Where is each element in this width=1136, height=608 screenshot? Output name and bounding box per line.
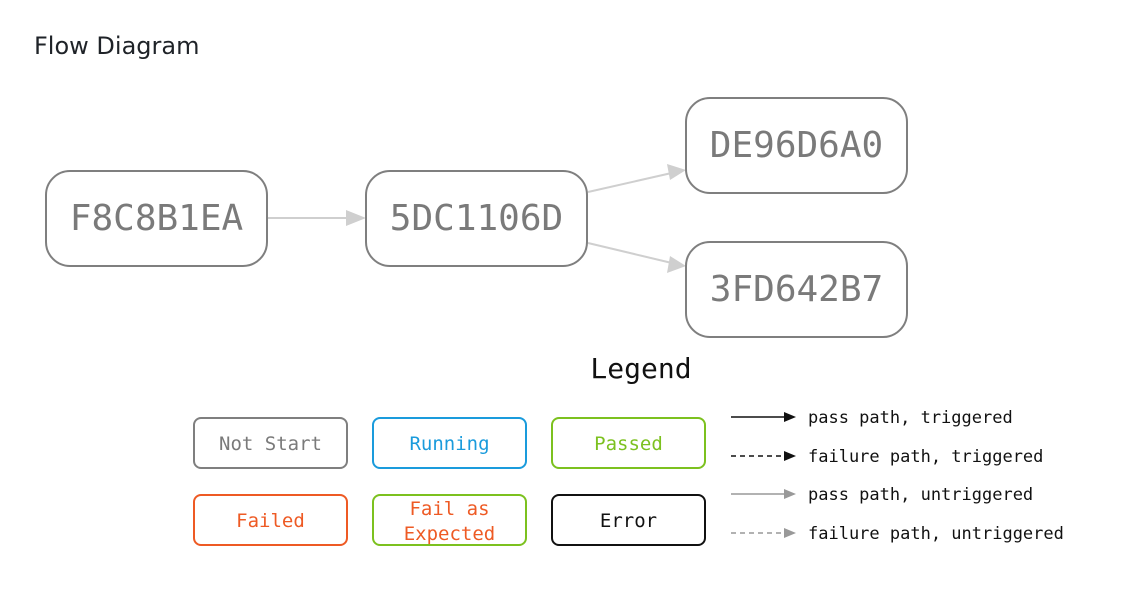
legend-status-running: Running <box>372 417 527 469</box>
edge-arrowhead <box>667 164 686 180</box>
edge-5dc1106d-to-3fd642b7 <box>587 242 677 265</box>
legend-status-label: Not Start <box>219 433 322 455</box>
legend-status-label-line2: Expected <box>404 523 496 545</box>
legend-status-label-line1: Fail as <box>409 498 489 520</box>
page-title: Flow Diagram <box>34 32 200 60</box>
legend-status-not-start: Not Start <box>193 417 348 469</box>
node-label: 3FD642B7 <box>710 269 883 310</box>
legend-path-label: pass path, triggered <box>808 408 1013 428</box>
diagram-node-de96d6a0[interactable]: DE96D6A0 <box>685 97 908 194</box>
legend-path-label: failure path, untriggered <box>808 524 1064 544</box>
legend-path-label: pass path, untriggered <box>808 485 1033 505</box>
node-label: 5DC1106D <box>390 198 563 239</box>
legend-status-error: Error <box>551 494 706 546</box>
edge-5dc1106d-to-de96d6a0 <box>587 171 677 193</box>
legend-path-failure-triggered: failure path, triggered <box>731 447 1043 467</box>
diagram-node-3fd642b7[interactable]: 3FD642B7 <box>685 241 908 338</box>
legend-path-label: failure path, triggered <box>808 447 1043 467</box>
legend-status-passed: Passed <box>551 417 706 469</box>
edge-arrowhead <box>346 210 366 226</box>
legend-status-label: Passed <box>594 433 663 455</box>
diagram-edges <box>268 164 686 273</box>
legend-path-pass-untriggered: pass path, untriggered <box>731 485 1033 505</box>
legend-path-failure-untriggered: failure path, untriggered <box>731 524 1064 544</box>
diagram-node-5dc1106d[interactable]: 5DC1106D <box>365 170 588 267</box>
edge-arrowhead <box>667 256 686 273</box>
legend-status-label: Running <box>409 433 489 455</box>
node-label: F8C8B1EA <box>70 198 244 239</box>
legend-path-pass-triggered: pass path, triggered <box>731 408 1013 428</box>
diagram-node-f8c8b1ea[interactable]: F8C8B1EA <box>45 170 268 267</box>
legend-status-label: Failed <box>236 510 305 532</box>
node-label: DE96D6A0 <box>710 125 883 166</box>
legend-status-label: Error <box>600 510 657 532</box>
legend-status-fail-as-expected: Fail as Expected <box>372 494 527 546</box>
legend-title: Legend <box>590 352 691 385</box>
legend-status-failed: Failed <box>193 494 348 546</box>
